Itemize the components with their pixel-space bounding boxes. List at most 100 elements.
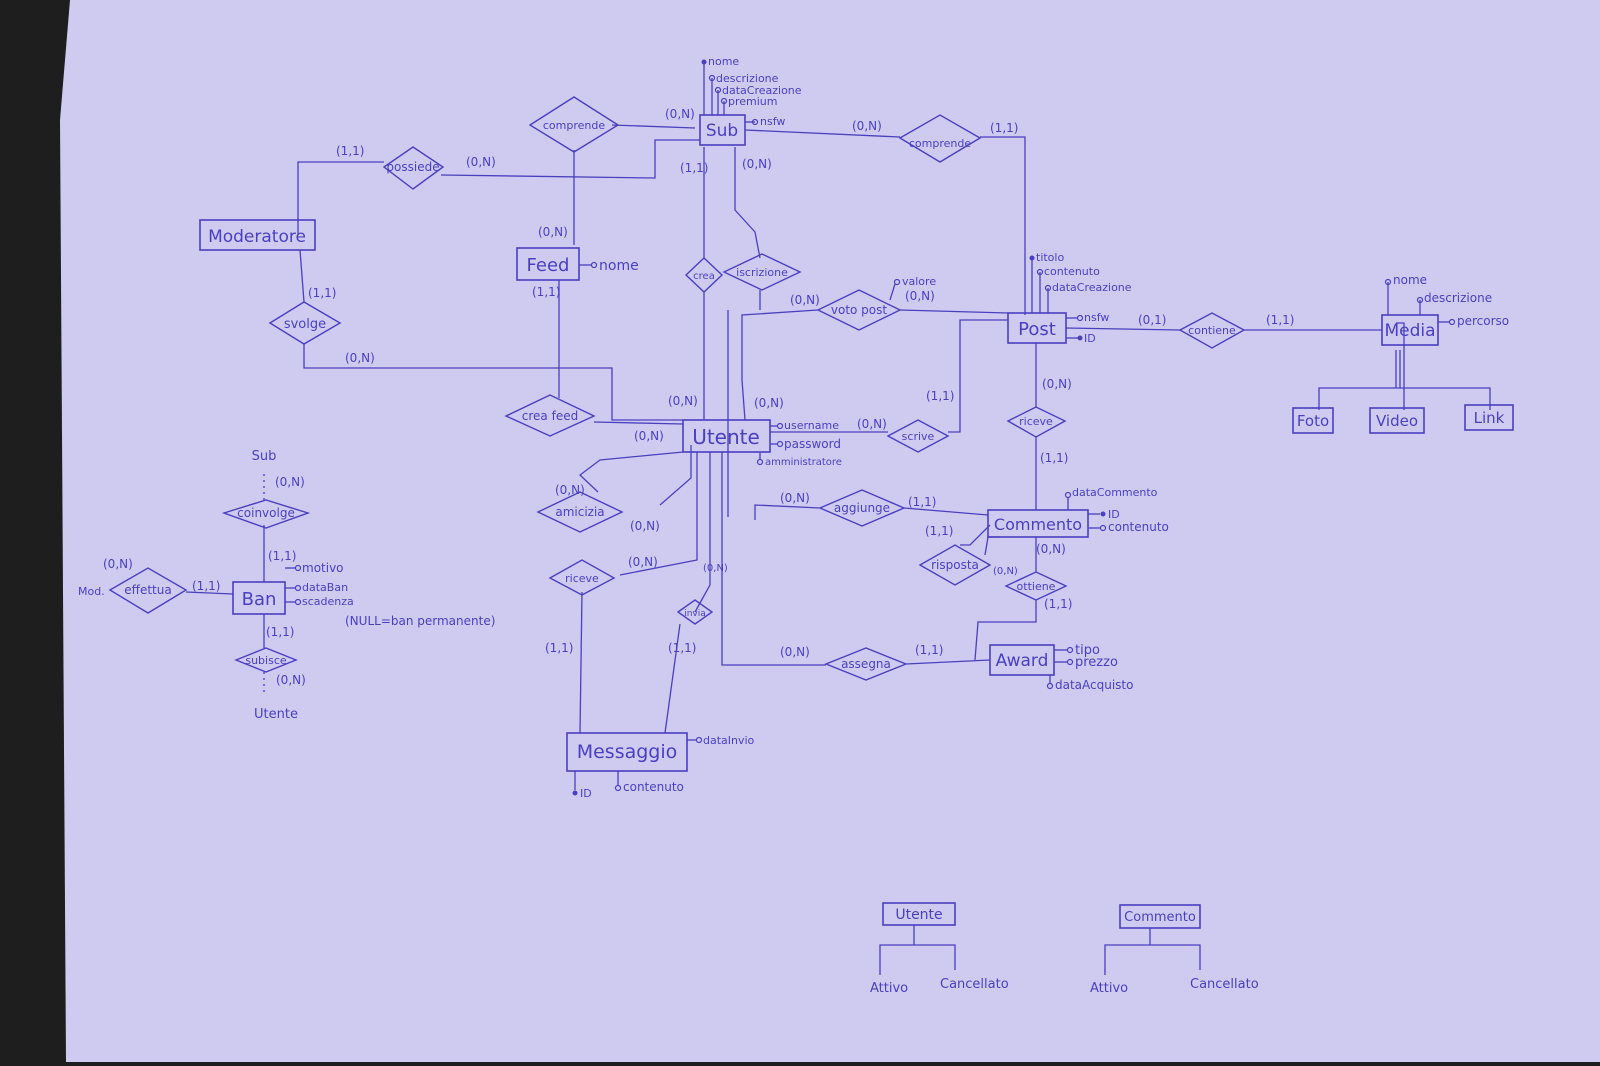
card-aggiunge-commento: (1,1) bbox=[908, 495, 936, 509]
card-mod-possiede: (1,1) bbox=[336, 144, 364, 158]
card-ban-subisce: (1,1) bbox=[266, 625, 294, 639]
entity-media: Media bbox=[1381, 314, 1439, 346]
svg-text:crea feed: crea feed bbox=[522, 409, 578, 423]
relationship-effettua: effettua bbox=[108, 567, 188, 614]
card-utente-ricevemsg: (0,N) bbox=[628, 555, 658, 569]
relationship-risposta: risposta bbox=[918, 544, 992, 586]
svg-text:motivo: motivo bbox=[302, 561, 344, 575]
entity-utente: Utente bbox=[682, 419, 771, 453]
svg-text:dataCreazione: dataCreazione bbox=[1052, 281, 1132, 294]
svg-text:Ban: Ban bbox=[242, 589, 277, 610]
relationship-assegna: assegna bbox=[824, 647, 908, 681]
attributes-award: tipo prezzo dataAcquisto bbox=[1046, 643, 1133, 692]
svg-text:svolge: svolge bbox=[284, 317, 326, 332]
subclass-commento-attivo: Attivo bbox=[1090, 981, 1128, 996]
entity-commento-small: Commento bbox=[1119, 904, 1201, 929]
card-utente-assegna: (0,N) bbox=[780, 645, 810, 659]
svg-text:aggiunge: aggiunge bbox=[834, 501, 890, 515]
svg-text:dataCommento: dataCommento bbox=[1072, 486, 1158, 499]
attributes-ban: motivo dataBan scadenza (NULL=ban perman… bbox=[285, 561, 495, 628]
attributes-commento: dataCommento ID contenuto bbox=[1064, 486, 1169, 534]
relationship-scrive: scrive bbox=[886, 419, 950, 453]
card-sub-contiene: (0,N) bbox=[852, 119, 882, 133]
svg-text:valore: valore bbox=[902, 275, 936, 288]
connection-lines bbox=[185, 124, 1491, 975]
relationship-iscrizione: iscrizione bbox=[722, 253, 802, 291]
relationship-riceve-post: riceve bbox=[1006, 406, 1067, 438]
svg-text:Award: Award bbox=[996, 651, 1049, 671]
attributes-messaggio: dataInvio ID contenuto bbox=[572, 734, 755, 800]
svg-text:comprende: comprende bbox=[909, 137, 971, 150]
svg-text:descrizione: descrizione bbox=[716, 72, 779, 85]
card-riceve-commento: (1,1) bbox=[1040, 451, 1068, 465]
svg-text:voto post: voto post bbox=[831, 303, 888, 317]
card-post-media: (0,1) bbox=[1138, 313, 1166, 327]
attributes-utente: username password amministratore bbox=[756, 419, 842, 468]
card-amicizia-b: (0,N) bbox=[630, 519, 660, 533]
card-sub-crea: (1,1) bbox=[680, 161, 708, 175]
svg-text:possiede: possiede bbox=[386, 160, 439, 174]
paper-sheet bbox=[60, 0, 1600, 1062]
svg-text:ottiene: ottiene bbox=[1017, 580, 1056, 593]
svg-text:coinvolge: coinvolge bbox=[237, 506, 295, 520]
card-ottiene-award: (1,1) bbox=[1044, 597, 1072, 611]
card-svolge-utente: (0,N) bbox=[345, 351, 375, 365]
entity-award: Award bbox=[989, 644, 1055, 676]
relationship-voto-post: voto post bbox=[816, 289, 902, 331]
card-sub-comprende: (0,N) bbox=[665, 107, 695, 121]
card-utente-votopost: (0,N) bbox=[790, 293, 820, 307]
relationship-svolge: svolge bbox=[268, 301, 342, 345]
entity-post: Post bbox=[1007, 312, 1067, 344]
card-utente-invia: (0,N) bbox=[703, 563, 728, 574]
svg-text:password: password bbox=[784, 437, 841, 451]
svg-text:effettua: effettua bbox=[124, 583, 171, 597]
svg-text:dataInvio: dataInvio bbox=[703, 734, 755, 747]
relationship-subisce: subisce bbox=[234, 647, 298, 673]
svg-text:Commento: Commento bbox=[994, 515, 1082, 534]
label-sub-coinvolge: Sub bbox=[252, 449, 277, 464]
relationship-contiene-comprende: comprende bbox=[898, 114, 982, 163]
svg-text:assegna: assegna bbox=[841, 657, 891, 671]
relationship-aggiunge: aggiunge bbox=[818, 489, 906, 527]
svg-text:riceve: riceve bbox=[565, 572, 599, 585]
card-votopost-post: (0,N) bbox=[905, 289, 935, 303]
svg-text:risposta: risposta bbox=[931, 558, 979, 572]
svg-text:Utente: Utente bbox=[895, 907, 942, 923]
svg-text:contenuto: contenuto bbox=[623, 780, 684, 794]
attributes-media: nome descrizione percorso bbox=[1384, 273, 1509, 328]
svg-text:Utente: Utente bbox=[692, 425, 760, 449]
card-subisce-utente: (0,N) bbox=[276, 673, 306, 687]
entity-foto: Foto bbox=[1292, 407, 1334, 434]
entity-utente-small: Utente bbox=[882, 902, 956, 926]
svg-text:Messaggio: Messaggio bbox=[577, 741, 678, 763]
card-feed-comprende: (0,N) bbox=[538, 225, 568, 239]
relationship-riceve-msg: riceve bbox=[548, 559, 616, 596]
card-ban-coinvolge: (1,1) bbox=[268, 549, 296, 563]
svg-text:descrizione: descrizione bbox=[1424, 291, 1492, 305]
ban-note: (NULL=ban permanente) bbox=[345, 614, 495, 628]
relationship-contiene: contiene bbox=[1178, 312, 1246, 349]
card-media-post: (1,1) bbox=[1266, 313, 1294, 327]
svg-text:iscrizione: iscrizione bbox=[736, 266, 788, 279]
card-mod-svolge: (1,1) bbox=[308, 286, 336, 300]
svg-text:Sub: Sub bbox=[706, 121, 738, 141]
svg-text:percorso: percorso bbox=[1457, 314, 1509, 328]
subclass-utente-attivo: Attivo bbox=[870, 981, 908, 996]
cardinalities: (0,N) (1,1) (0,N) (0,N) (1,1) (1,1) (0,N… bbox=[103, 107, 1294, 687]
label-mod-effettua: Mod. bbox=[78, 585, 105, 598]
svg-text:amicizia: amicizia bbox=[555, 505, 604, 519]
card-sub-coinvolge: (0,N) bbox=[275, 475, 305, 489]
svg-text:comprende: comprende bbox=[543, 119, 605, 132]
svg-text:contenuto: contenuto bbox=[1108, 520, 1169, 534]
svg-text:contiene: contiene bbox=[1188, 324, 1236, 337]
svg-text:titolo: titolo bbox=[1036, 251, 1064, 264]
card-risposta-b: (0,N) bbox=[993, 566, 1018, 577]
relationship-coinvolge: coinvolge bbox=[221, 499, 311, 529]
svg-text:contenuto: contenuto bbox=[1044, 265, 1100, 278]
entity-moderatore: Moderatore bbox=[199, 219, 316, 251]
subclass-utente-cancellato: Cancellato bbox=[940, 977, 1009, 992]
svg-text:Video: Video bbox=[1376, 412, 1418, 430]
svg-text:ID: ID bbox=[1108, 508, 1120, 521]
